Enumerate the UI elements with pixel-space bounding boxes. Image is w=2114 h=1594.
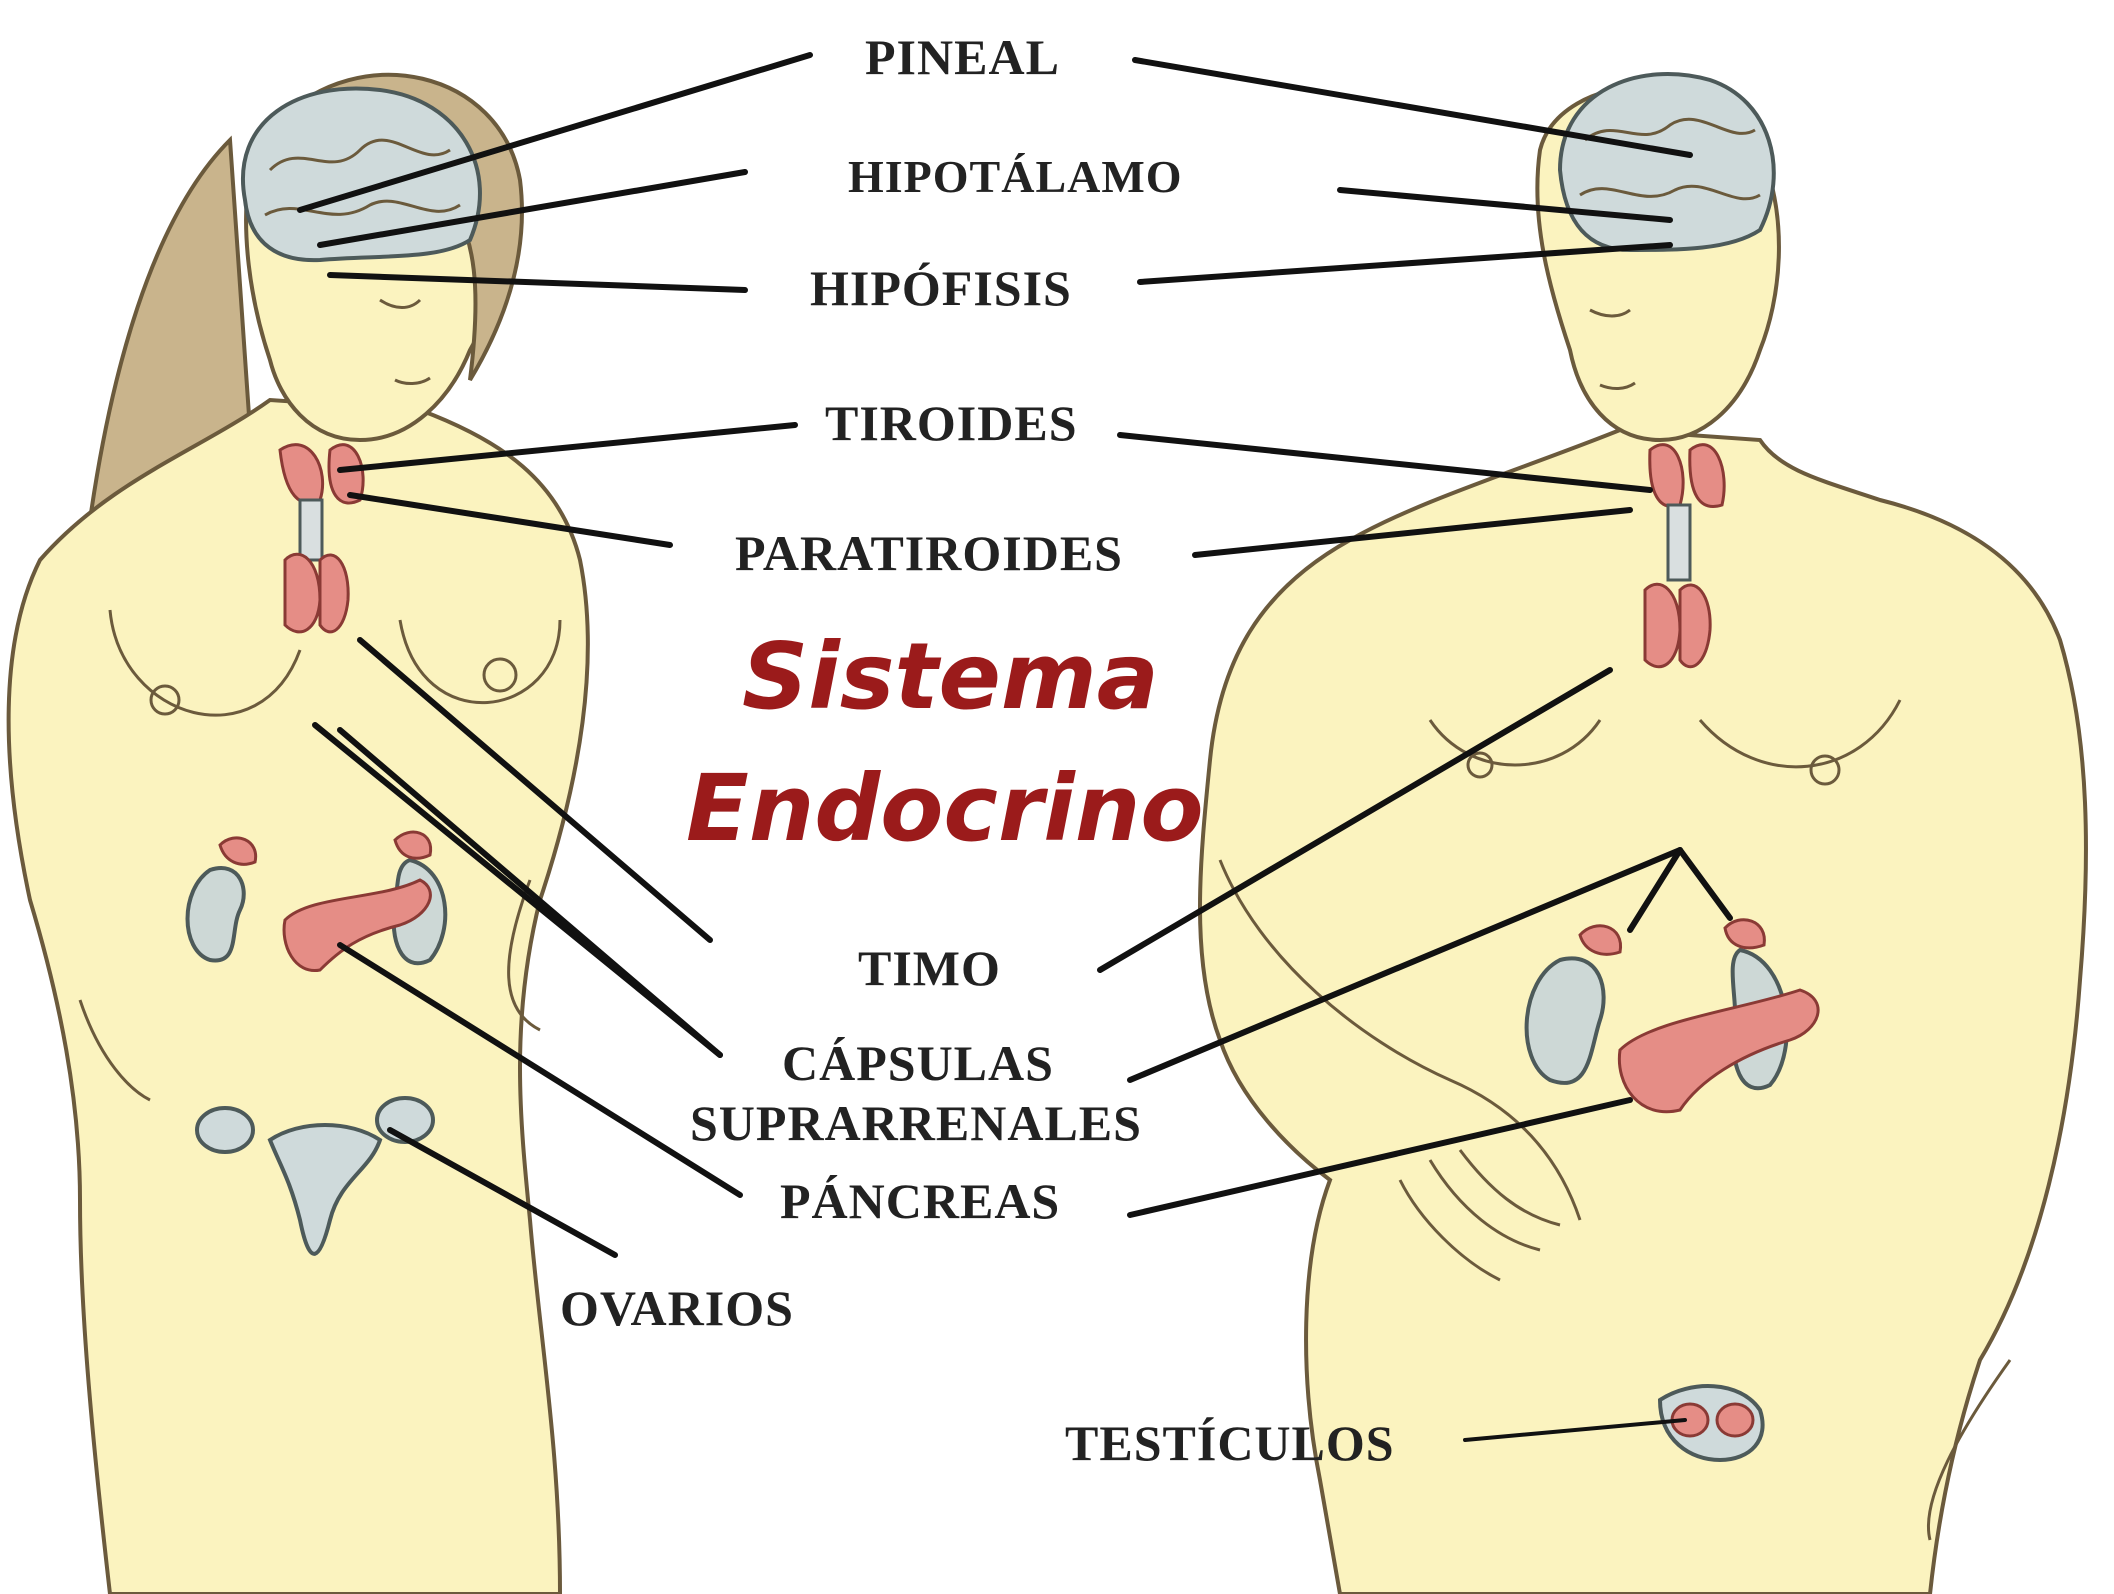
title-line2: Endocrino [686, 755, 1204, 862]
female-figure [9, 75, 588, 1594]
label-pineal: PINEAL [865, 29, 1060, 85]
female-brain [243, 88, 480, 260]
label-capsulas: CÁPSULAS [782, 1035, 1054, 1091]
label-tiroides: TIROIDES [825, 395, 1078, 451]
male-brain [1560, 74, 1774, 250]
label-hipofisis: HIPÓFISIS [810, 260, 1072, 316]
label-paratiroides: PARATIROIDES [735, 525, 1123, 581]
label-hipotalamo: HIPOTÁLAMO [848, 151, 1183, 202]
label-ovarios: OVARIOS [560, 1280, 794, 1336]
label-pancreas: PÁNCREAS [780, 1173, 1060, 1229]
female-ovary-left [197, 1108, 253, 1152]
label-testiculos: TESTÍCULOS [1065, 1415, 1395, 1471]
label-timo: TIMO [858, 940, 1001, 996]
title-line1: Sistema [742, 623, 1159, 730]
label-suprarrenales: SUPRARRENALES [690, 1095, 1142, 1151]
